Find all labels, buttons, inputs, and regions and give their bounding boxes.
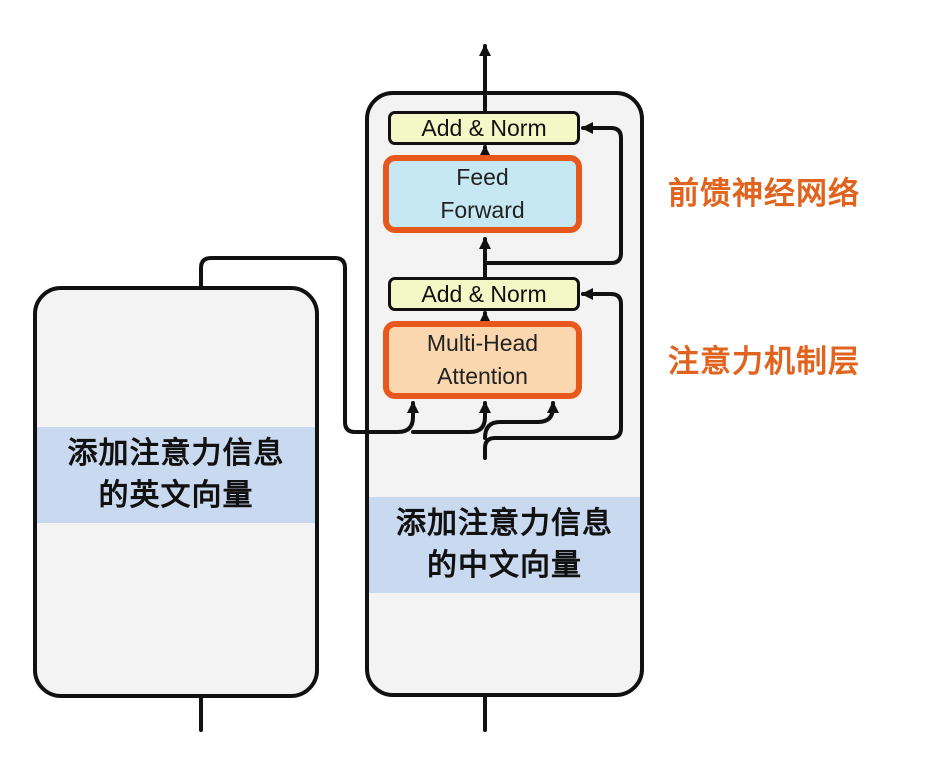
encoder-band-line-1: 添加注意力信息 bbox=[67, 436, 285, 471]
decoder-band-line-1: 添加注意力信息 bbox=[396, 506, 613, 541]
add-norm-bottom: Add & Norm bbox=[388, 277, 580, 311]
add-norm-top: Add & Norm bbox=[388, 111, 580, 145]
attention-line-2: Attention bbox=[437, 363, 528, 389]
attention-line-1: Multi-Head bbox=[426, 330, 539, 356]
feed-forward-line-1: Feed bbox=[456, 164, 509, 190]
encoder-to-attention-branch bbox=[411, 401, 491, 434]
attention-annotation: 注意力机制层 bbox=[668, 344, 860, 380]
residual-attention bbox=[483, 288, 623, 460]
add-norm-top-label: Add & Norm bbox=[421, 115, 547, 141]
feed-forward-line-2: Forward bbox=[440, 197, 525, 223]
feed-forward-box: Feed Forward bbox=[383, 155, 582, 233]
encoder-output-band: 添加注意力信息 的英文向量 bbox=[37, 427, 315, 523]
decoder-band-line-2: 的中文向量 bbox=[427, 548, 582, 583]
decoder-query-arrow bbox=[483, 401, 559, 440]
encoder-to-attention-line bbox=[199, 256, 419, 434]
multi-head-attention-box: Multi-Head Attention bbox=[383, 321, 582, 399]
residual-feed-forward bbox=[483, 122, 623, 265]
encoder-band-line-2: 的英文向量 bbox=[98, 478, 254, 513]
decoder-output-band: 添加注意力信息 的中文向量 bbox=[369, 497, 640, 593]
add-norm-bottom-label: Add & Norm bbox=[421, 281, 547, 307]
feed-forward-annotation: 前馈神经网络 bbox=[668, 176, 860, 212]
